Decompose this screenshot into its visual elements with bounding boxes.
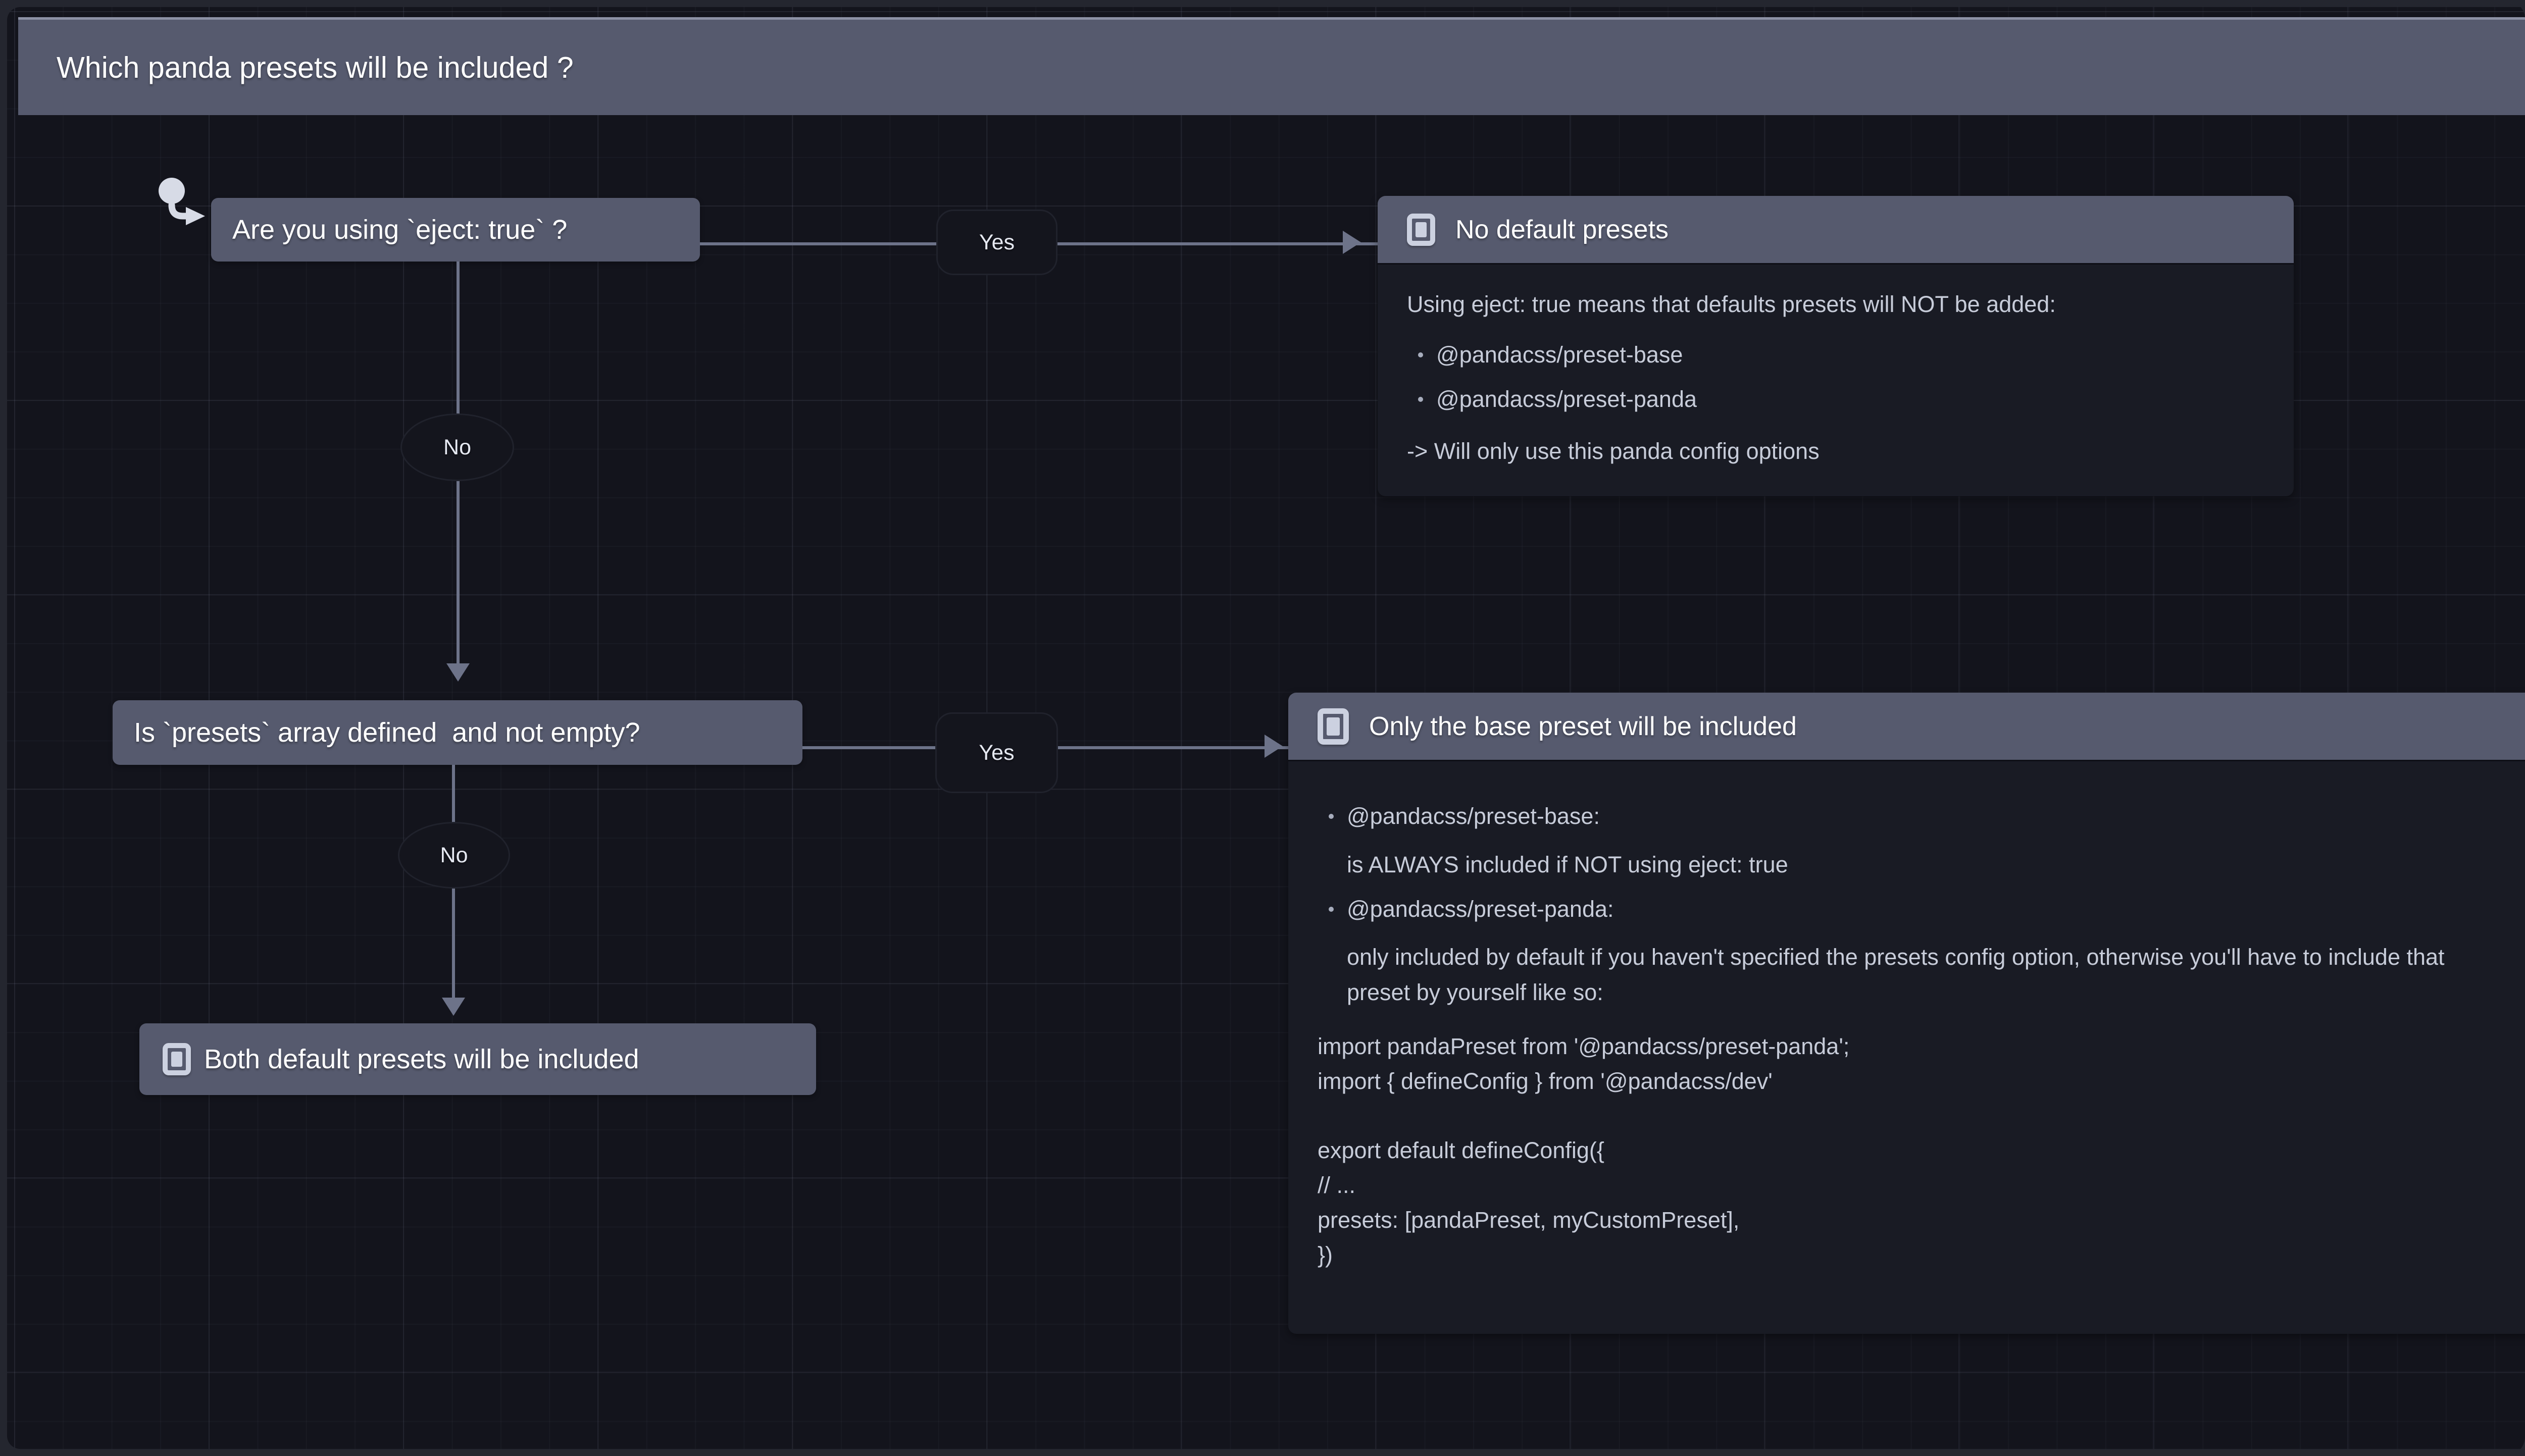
panel-base-preset-only-body: @pandacss/preset-base: is ALWAYS include… (1288, 761, 2525, 1293)
code-block: import pandaPreset from '@pandacss/prese… (1318, 1033, 1850, 1268)
edge-label-no-presets[interactable]: No (398, 822, 510, 889)
preset-detail-list: @pandacss/preset-base: is ALWAYS include… (1318, 799, 2525, 1010)
list-item: @pandacss/preset-base (1407, 337, 2264, 373)
edge-eject-yes (700, 242, 1446, 245)
panel-base-preset-only[interactable]: Only the base preset will be included @p… (1288, 693, 2525, 1334)
panel-base-preset-only-title: Only the base preset will be included (1369, 711, 1797, 741)
decision-node-presets-array[interactable]: Is `presets` array defined and not empty… (113, 700, 802, 765)
panel-base-preset-only-header: Only the base preset will be included (1288, 693, 2525, 761)
edge-label-yes-presets[interactable]: Yes (935, 712, 1058, 793)
list-item-term: @pandacss/preset-base: (1347, 803, 1600, 829)
decision-node-eject-label: Are you using `eject: true` ? (232, 215, 568, 245)
terminal-square-icon (1318, 708, 1349, 745)
edge-presets-no-arrowhead (442, 998, 465, 1016)
list-item: @pandacss/preset-panda (1407, 382, 2264, 417)
panel-no-default-presets-title: No default presets (1455, 215, 1669, 244)
decision-node-eject[interactable]: Are you using `eject: true` ? (211, 198, 700, 262)
terminal-square-icon (163, 1043, 191, 1075)
panel-no-default-presets-header: No default presets (1378, 196, 2294, 265)
edge-eject-no-arrowhead (446, 663, 470, 682)
edge-eject-yes-arrowhead (1343, 231, 1361, 254)
edge-presets-yes (802, 746, 1371, 749)
list-item-term: @pandacss/preset-panda: (1347, 896, 1614, 922)
terminal-node-both-presets-label: Both default presets will be included (204, 1044, 639, 1074)
page-title: Which panda presets will be included ? (57, 50, 574, 84)
diagram-title-bar: Which panda presets will be included ? (18, 17, 2525, 115)
edge-presets-yes-arrowhead (1265, 735, 1283, 758)
decision-node-presets-array-label: Is `presets` array defined and not empty… (134, 717, 640, 748)
terminal-square-icon (1407, 213, 1435, 246)
diagram-canvas[interactable]: Which panda presets will be included ? A… (7, 7, 2525, 1449)
edge-label-no-eject[interactable]: No (400, 413, 514, 481)
panel-no-default-presets-body: Using eject: true means that defaults pr… (1378, 265, 2294, 496)
panel-outro-text: -> Will only use this panda config optio… (1407, 438, 1820, 464)
list-item: @pandacss/preset-base: is ALWAYS include… (1318, 799, 2525, 882)
list-item: @pandacss/preset-panda: only included by… (1318, 892, 2525, 1010)
list-item-desc: is ALWAYS included if NOT using eject: t… (1347, 851, 1788, 877)
start-circle-arrow-icon (149, 170, 210, 230)
panel-intro-text: Using eject: true means that defaults pr… (1407, 291, 2056, 317)
terminal-node-both-presets[interactable]: Both default presets will be included (139, 1023, 816, 1095)
preset-list: @pandacss/preset-base @pandacss/preset-p… (1407, 337, 2264, 417)
list-item-desc: only included by default if you haven't … (1347, 944, 2445, 1005)
panel-no-default-presets[interactable]: No default presets Using eject: true mea… (1378, 196, 2294, 496)
edge-label-yes-eject[interactable]: Yes (936, 210, 1057, 275)
